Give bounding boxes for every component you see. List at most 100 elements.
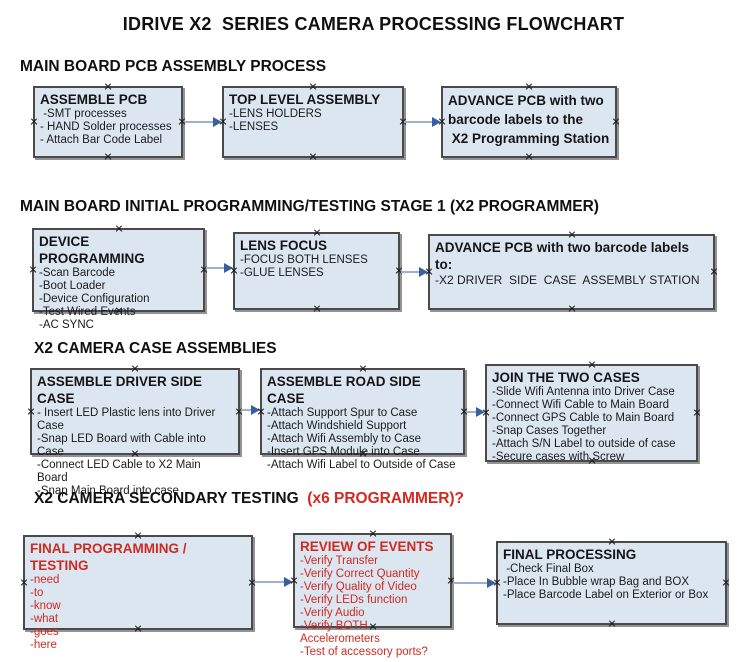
box-item-list: -LENS HOLDERS-LENSES	[229, 108, 397, 134]
section-heading-secondary-testing: X2 CAMERA SECONDARY TESTING (x6 PROGRAMM…	[34, 490, 464, 508]
box-item: -SMT processes	[40, 108, 127, 120]
flow-arrow	[453, 577, 496, 589]
box-item: -Insert GPS Module into Case	[267, 446, 420, 458]
arrowhead-icon	[213, 117, 222, 127]
anchor-x-icon	[568, 305, 576, 313]
box-item: - Insert LED Plastic lens into Driver Ca…	[37, 407, 219, 432]
box-title: ASSEMBLE ROAD SIDE CASE	[267, 374, 425, 406]
arrow-shaft	[241, 409, 253, 411]
flow-arrow	[206, 262, 233, 274]
box-item: -Attach Wifi Assembly to Case	[267, 433, 422, 445]
box-item: -AC SYNC	[39, 319, 94, 331]
anchor-x-icon	[309, 83, 317, 91]
box-item: ADVANCE PCB with two	[448, 93, 604, 108]
box-lens-focus: LENS FOCUS -FOCUS BOTH LENSES-GLUE LENSE…	[233, 232, 400, 310]
flow-arrow	[255, 576, 293, 588]
anchor-x-icon	[369, 530, 377, 538]
anchor-x-icon	[722, 579, 730, 587]
section-heading-text: X2 CAMERA CASE ASSEMBLIES	[34, 340, 277, 357]
box-item: -Attach Wifi Label to Outside of Case	[267, 459, 456, 471]
arrowhead-icon	[476, 407, 485, 417]
anchor-x-icon	[115, 225, 123, 233]
box-title: REVIEW OF EVENTS	[300, 539, 434, 554]
box-item: barcode labels to the	[448, 112, 584, 127]
section-heading-initial-programming: MAIN BOARD INITIAL PROGRAMMING/TESTING S…	[20, 198, 599, 216]
box-assemble-driver-side-case: ASSEMBLE DRIVER SIDE CASE - Insert LED P…	[27, 365, 240, 497]
flow-arrow	[185, 116, 222, 128]
box-title: ASSEMBLE DRIVER SIDE CASE	[37, 374, 206, 406]
anchor-x-icon	[693, 409, 701, 417]
box-item: -Scan Barcode	[39, 267, 116, 279]
box-item-list: -Attach Support Spur to Case-Attach Wind…	[267, 407, 458, 472]
arrow-shaft	[206, 267, 226, 269]
anchor-x-icon	[525, 83, 533, 91]
anchor-x-icon	[309, 153, 317, 161]
box-item: -what	[30, 613, 59, 625]
box-advance-pcb-programming-station: ADVANCE PCB with two barcode labels to th…	[441, 86, 617, 158]
flow-arrow	[241, 404, 260, 416]
box-item: -to	[30, 587, 44, 599]
box-item: - HAND Solder processes	[40, 121, 172, 133]
box-title: JOIN THE TWO CASES	[492, 370, 640, 385]
box-title: ADVANCE PCB with two barcode labels to:	[435, 240, 693, 272]
section-heading-text: MAIN BOARD PCB ASSEMBLY PROCESS	[20, 58, 327, 75]
box-item-list: -Check Final Box-Place In Bubble wrap Ba…	[503, 563, 720, 602]
box-advance-pcb-driver-side: ADVANCE PCB with two barcode labels to: …	[428, 234, 715, 310]
anchor-x-icon	[134, 532, 142, 540]
arrowhead-icon	[284, 577, 293, 587]
box-title: TOP LEVEL ASSEMBLY	[229, 92, 381, 107]
box-assemble-pcb: ASSEMBLE PCB -SMT processes- HAND Solder…	[33, 86, 183, 158]
anchor-x-icon	[29, 266, 37, 274]
box-item: -Snap Cases Together	[492, 425, 607, 437]
section-heading-red-text: (x6 PROGRAMMER)?	[307, 490, 465, 507]
box-item: -Connect Wifi Cable to Main Board	[492, 399, 670, 411]
anchor-x-icon	[588, 361, 596, 369]
box-review-of-events: REVIEW OF EVENTS -Verify Transfer-Verify…	[293, 530, 452, 658]
box-item: -Slide Wifi Antenna into Driver Case	[492, 386, 675, 398]
arrowhead-icon	[487, 578, 496, 588]
box-item: -Verify Audio	[300, 607, 365, 619]
arrowhead-icon	[224, 263, 233, 273]
box-item-list: -FOCUS BOTH LENSES-GLUE LENSES	[240, 254, 393, 280]
box-title: FINAL PROCESSING	[503, 547, 637, 562]
box-title: DEVICE PROGRAMMING	[39, 234, 145, 266]
box-title: ASSEMBLE PCB	[40, 92, 148, 107]
box-item: -Verify Transfer	[300, 555, 378, 567]
box-item: -Verify Quality of Video	[300, 581, 417, 593]
box-item: -GLUE LENSES	[240, 267, 324, 279]
section-heading-case-assemblies: X2 CAMERA CASE ASSEMBLIES	[34, 340, 277, 358]
box-item: -Place Barcode Label on Exterior or Box	[503, 589, 709, 601]
box-title: LENS FOCUS	[240, 238, 328, 253]
anchor-x-icon	[131, 365, 139, 373]
box-item-list: - Insert LED Plastic lens into Driver Ca…	[37, 407, 233, 498]
box-item: -Connect GPS Cable to Main Board	[492, 412, 675, 424]
box-item: -X2 DRIVER SIDE CASE ASSEMBLY STATION	[435, 273, 700, 287]
anchor-x-icon	[710, 268, 718, 276]
box-item: -LENS HOLDERS	[229, 108, 322, 120]
arrowhead-icon	[251, 405, 260, 415]
box-item: -LENSES	[229, 121, 279, 133]
box-item-list: ADVANCE PCB with two barcode labels to th…	[448, 91, 610, 148]
box-join-the-two-cases: JOIN THE TWO CASES -Slide Wifi Antenna i…	[485, 361, 701, 464]
box-item: -goes	[30, 626, 59, 638]
arrowhead-icon	[419, 267, 428, 277]
box-device-programming: DEVICE PROGRAMMING -Scan Barcode-Boot Lo…	[29, 225, 205, 331]
section-heading-text: MAIN BOARD INITIAL PROGRAMMING/TESTING S…	[20, 198, 599, 215]
box-item: -Attach Support Spur to Case	[267, 407, 418, 419]
box-item-list: -Verify Transfer-Verify Correct Quantity…	[300, 555, 445, 659]
anchor-x-icon	[104, 83, 112, 91]
arrow-shaft	[404, 121, 434, 123]
anchor-x-icon	[313, 229, 321, 237]
box-final-programming-testing: FINAL PROGRAMMING / TESTING -need-to-kno…	[23, 532, 253, 651]
section-heading-text: X2 CAMERA SECONDARY TESTING	[34, 490, 308, 507]
box-item-list: -need-to-know-what-goes-here	[30, 574, 246, 652]
box-item: -FOCUS BOTH LENSES	[240, 254, 368, 266]
box-item: -know	[30, 600, 61, 612]
box-item: -Snap Main Board into case	[37, 485, 179, 497]
anchor-x-icon	[612, 118, 620, 126]
section-heading-pcb-assembly: MAIN BOARD PCB ASSEMBLY PROCESS	[20, 58, 326, 76]
anchor-x-icon	[27, 408, 35, 416]
box-item: -Test of accessory ports?	[300, 646, 428, 658]
box-item-list: -Slide Wifi Antenna into Driver Case-Con…	[492, 386, 691, 464]
box-item: -Place In Bubble wrap Bag and BOX	[503, 576, 690, 588]
